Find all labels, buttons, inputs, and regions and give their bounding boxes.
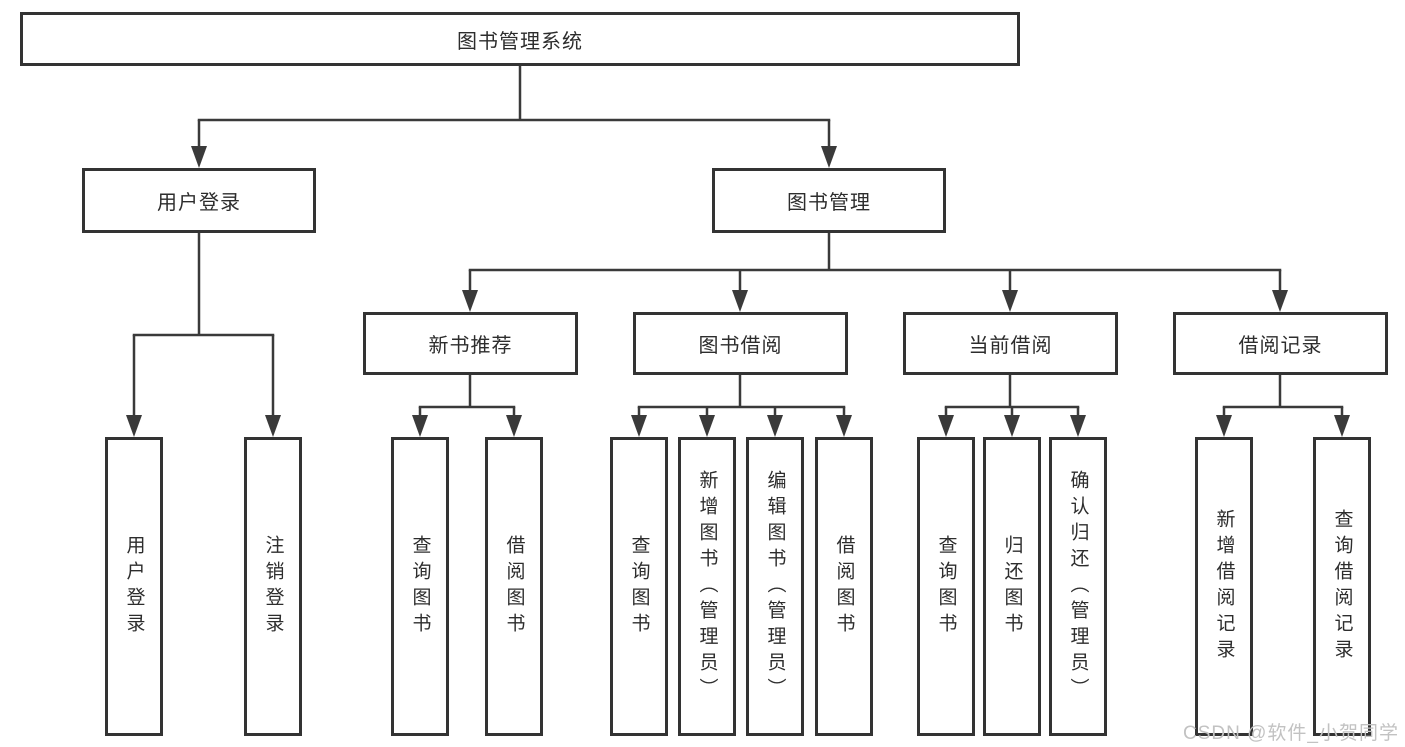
arrowhead [412, 415, 428, 437]
node-label: 确认归还（管理员） [1067, 469, 1089, 704]
node-current-borrowing: 当前借阅 [903, 312, 1118, 375]
node-label: 借阅记录 [1238, 335, 1323, 357]
node-label: 编辑图书（管理员） [764, 469, 786, 704]
node-user-login: 用户登录 [82, 168, 316, 233]
leaf-borrow-books-recommend: 借阅图书 [485, 437, 543, 736]
arrowhead [126, 415, 142, 437]
leaf-query-books-borrow: 查询图书 [610, 437, 668, 736]
arrowhead [631, 415, 647, 437]
leaf-query-books-recommend: 查询图书 [391, 437, 449, 736]
node-label: 当前借阅 [968, 335, 1053, 357]
arrowhead [191, 146, 207, 168]
arrowhead [1334, 415, 1350, 437]
node-label: 用户登录 [123, 534, 145, 639]
node-book-borrowing: 图书借阅 [633, 312, 848, 375]
node-label: 查询图书 [409, 534, 431, 639]
arrowhead [767, 415, 783, 437]
node-label: 新书推荐 [428, 335, 513, 357]
csdn-watermark: CSDN @软件_小贺同学 [1183, 723, 1399, 744]
node-borrowing-records: 借阅记录 [1173, 312, 1388, 375]
node-root-library-system: 图书管理系统 [20, 12, 1020, 66]
node-label: 图书借阅 [698, 335, 783, 357]
node-label: 图书管理 [787, 192, 871, 214]
leaf-edit-book-admin: 编辑图书（管理员） [746, 437, 804, 736]
leaf-user-login: 用户登录 [105, 437, 163, 736]
arrowhead [462, 290, 478, 312]
arrowhead [821, 146, 837, 168]
leaf-query-books-current: 查询图书 [917, 437, 975, 736]
node-label: 新增图书（管理员） [696, 469, 718, 704]
arrowhead [1070, 415, 1086, 437]
arrowhead [1002, 290, 1018, 312]
leaf-confirm-return-admin: 确认归还（管理员） [1049, 437, 1107, 736]
node-label: 借阅图书 [833, 534, 855, 639]
leaf-add-borrow-record: 新增借阅记录 [1195, 437, 1253, 736]
node-label: 查询借阅记录 [1331, 508, 1353, 665]
arrowheads [126, 146, 1350, 437]
arrowhead [506, 415, 522, 437]
node-book-management: 图书管理 [712, 168, 946, 233]
node-label: 注销登录 [262, 534, 284, 639]
arrowhead [699, 415, 715, 437]
node-new-book-recommend: 新书推荐 [363, 312, 578, 375]
arrowhead [732, 290, 748, 312]
arrowhead [1272, 290, 1288, 312]
leaf-borrow-book: 借阅图书 [815, 437, 873, 736]
arrowhead [1004, 415, 1020, 437]
leaf-logout: 注销登录 [244, 437, 302, 736]
arrowhead [938, 415, 954, 437]
arrowhead [1216, 415, 1232, 437]
leaf-query-borrow-record: 查询借阅记录 [1313, 437, 1371, 736]
leaf-add-book-admin: 新增图书（管理员） [678, 437, 736, 736]
node-label: 新增借阅记录 [1213, 508, 1235, 665]
node-label: 用户登录 [157, 192, 241, 214]
leaf-return-book: 归还图书 [983, 437, 1041, 736]
node-label: 借阅图书 [503, 534, 525, 639]
arrowhead [836, 415, 852, 437]
arrowhead [265, 415, 281, 437]
node-label: 查询图书 [935, 534, 957, 639]
node-label: 图书管理系统 [457, 30, 583, 53]
node-label: 查询图书 [628, 534, 650, 639]
node-label: 归还图书 [1001, 534, 1023, 639]
